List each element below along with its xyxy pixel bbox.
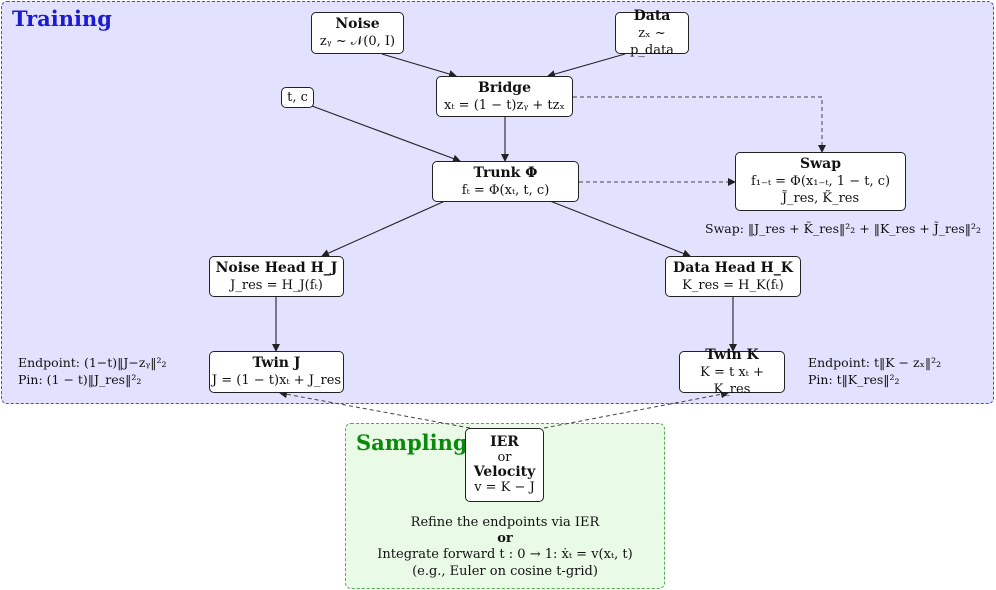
- data-title: Data: [633, 7, 671, 24]
- endpoint-j-note: Endpoint: (1−t)‖J−zᵧ‖²₂: [18, 355, 167, 370]
- noise-node: Noise zᵧ ~ 𝒩(0, I): [311, 12, 404, 54]
- ier-title: IER: [490, 434, 519, 450]
- twin-j-formula: J = (1 − t)xₜ + J_res: [211, 373, 342, 388]
- edge-data-bridge: [547, 53, 626, 78]
- noise-head-formula: J_res = H_J(fₜ): [230, 277, 323, 293]
- edge-bridge-swap: [573, 96, 826, 153]
- edge-trunk-datahead: [549, 200, 691, 258]
- t-c-label: t, c: [287, 90, 308, 105]
- sampling-line-2: or: [497, 531, 513, 546]
- data-formula: zₓ ~ p_data: [630, 25, 674, 58]
- swap-node: Swap f₁₋ₜ = Φ(x₁₋ₜ, 1 − t, c) J̃_res, K̃…: [735, 152, 906, 211]
- twin-k-node: Twin K K = t xₜ + K_res: [679, 347, 785, 397]
- edge-ier-twink: [543, 390, 729, 429]
- edge-trunk-noisehead: [321, 200, 446, 257]
- twin-j-node: Twin J J = (1 − t)xₜ + J_res: [209, 351, 344, 393]
- swap-loss-note: Swap: ‖J_res + K̃_res‖²₂ + ‖K_res + J̃_r…: [705, 221, 982, 236]
- ier-formula: v = K − J: [474, 480, 535, 495]
- trunk-title: Trunk Φ: [473, 164, 538, 181]
- bridge-node: Bridge xₜ = (1 − t)zᵧ + tzₓ: [436, 76, 573, 117]
- edge-ier-twinj: [279, 390, 471, 429]
- pin-k-note: Pin: t‖K_res‖²₂: [808, 372, 900, 387]
- ier-node: IER or Velocity v = K − J: [465, 428, 544, 502]
- twin-j-title: Twin J: [252, 355, 301, 371]
- swap-formula: f₁₋ₜ = Φ(x₁₋ₜ, 1 − t, c): [750, 174, 891, 189]
- data-node: Data zₓ ~ p_data: [615, 8, 689, 58]
- data-head-title: Data Head H_K: [673, 259, 793, 276]
- data-head-node: Data Head H_K K_res = H_K(fₜ): [665, 256, 801, 297]
- noise-formula: zᵧ ~ 𝒩(0, I): [319, 34, 396, 49]
- endpoint-k-note: Endpoint: t‖K − zₓ‖²₂: [808, 355, 942, 370]
- noise-head-title: Noise Head H_J: [215, 259, 338, 276]
- trunk-node: Trunk Φ fₜ = Φ(xₜ, t, c): [432, 161, 579, 202]
- pin-j-note: Pin: (1 − t)‖J_res‖²₂: [18, 372, 142, 387]
- ier-or: or: [497, 450, 512, 465]
- twin-k-formula: K = t xₜ + K_res: [700, 364, 764, 397]
- training-title: Training: [12, 6, 112, 31]
- sampling-line-3: Integrate forward t : 0 → 1: ẋₜ = v(xₜ, …: [377, 547, 633, 562]
- swap-title: Swap: [799, 156, 842, 172]
- sampling-title: Sampling: [356, 430, 468, 455]
- trunk-formula: fₜ = Φ(xₜ, t, c): [461, 182, 550, 198]
- bridge-formula: xₜ = (1 − t)zᵧ + tzₓ: [444, 97, 565, 113]
- t-c-node: t, c: [281, 87, 314, 108]
- twin-k-title: Twin K: [705, 346, 759, 363]
- swap-extra: J̃_res, K̃_res: [781, 191, 860, 206]
- sampling-line-4: (e.g., Euler on cosine t-grid): [412, 564, 598, 579]
- noise-title: Noise: [335, 16, 380, 32]
- edge-tc-trunk: [311, 105, 461, 163]
- edge-noise-bridge: [381, 53, 457, 78]
- data-head-formula: K_res = H_K(fₜ): [682, 277, 784, 293]
- bridge-title: Bridge: [477, 79, 531, 96]
- sampling-line-1: Refine the endpoints via IER: [410, 515, 600, 530]
- velocity-title: Velocity: [473, 464, 536, 480]
- noise-head-node: Noise Head H_J J_res = H_J(fₜ): [209, 256, 344, 297]
